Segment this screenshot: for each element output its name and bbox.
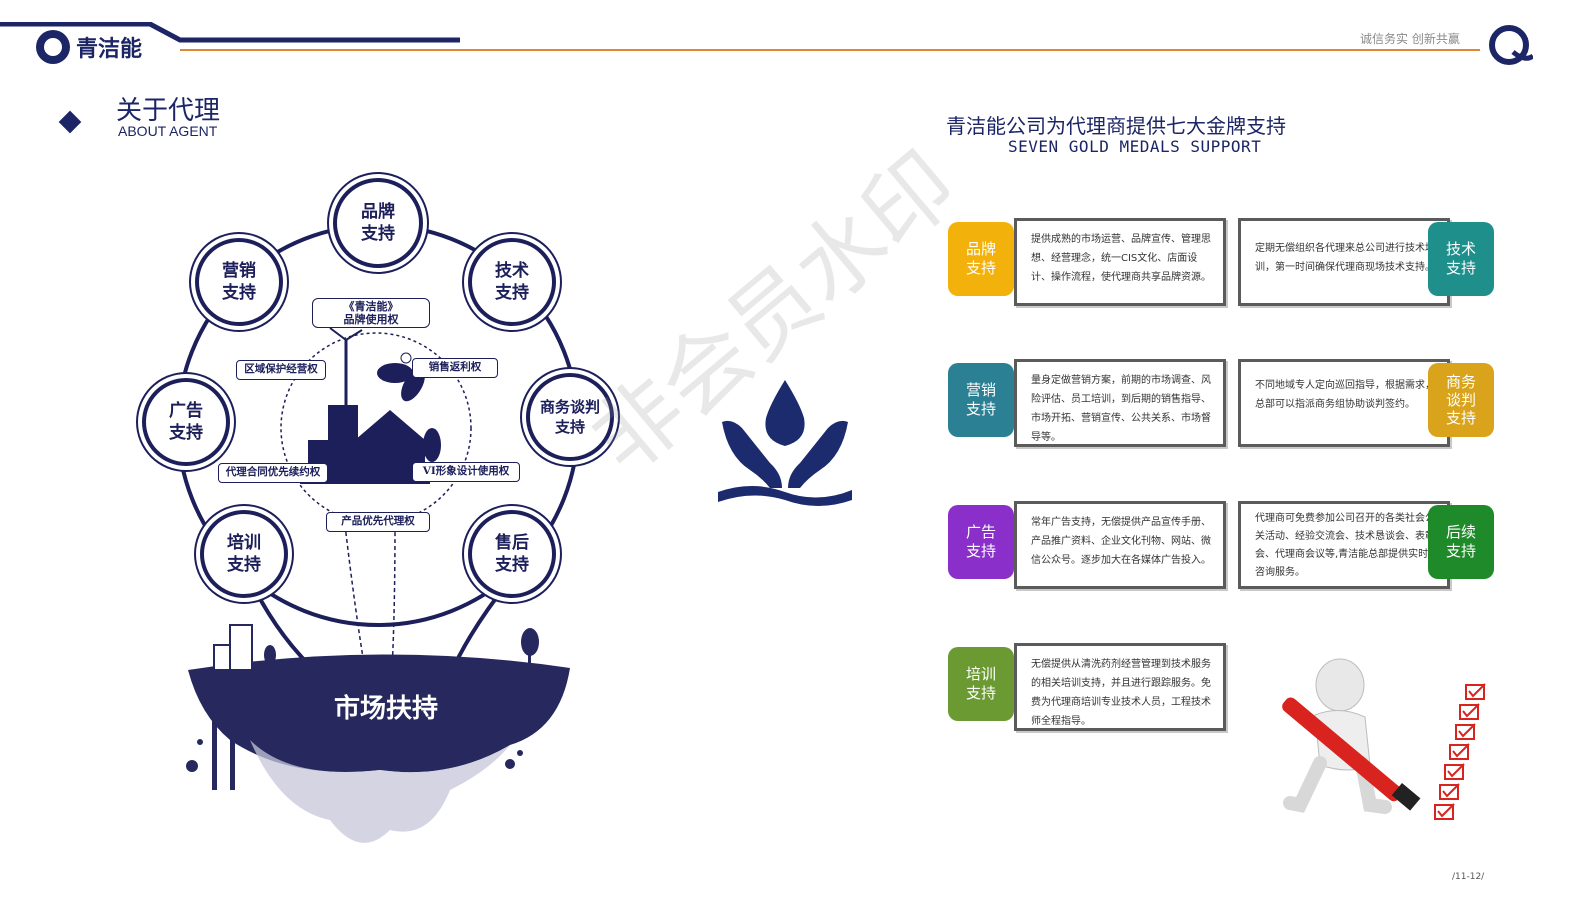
card-tag: 营销 支持 [948, 363, 1014, 437]
city-illustration [300, 327, 441, 484]
card-text: 代理商可免费参加公司召开的各类社会公关活动、经验交流会、技术恳谈会、表彰会、代理… [1238, 501, 1450, 589]
card-text: 无偿提供从清洗药剂经营管理到技术服务的相关培训支持，并且进行跟踪服务。免费为代理… [1014, 643, 1226, 731]
diagram-center-label: 市场扶持 [333, 694, 438, 724]
checklist-figure-illustration [1282, 658, 1486, 820]
diagram-node-tech: 技术 支持 [468, 238, 556, 326]
logo-text: 青洁能 [76, 36, 143, 62]
label-rebate: 销售返利权 [412, 358, 498, 378]
label-contract: 代理合同优先续约权 [218, 463, 328, 483]
right-subheading: SEVEN GOLD MEDALS SUPPORT [1008, 137, 1262, 156]
label-brand-use: 《青洁能》 品牌使用权 [312, 298, 430, 328]
label-product: 产品优先代理权 [326, 512, 430, 532]
card-text: 量身定做营销方案，前期的市场调查、风险评估、员工培训，到后期的销售指导、市场开拓… [1014, 359, 1226, 447]
card-text: 定期无偿组织各代理来总公司进行技术培训，第一时间确保代理商现场技术支持。 [1238, 218, 1450, 306]
card-tag: 广告 支持 [948, 505, 1014, 579]
diagram-node-aftersales: 售后 支持 [468, 510, 556, 598]
label-vi: VI形象设计使用权 [412, 462, 520, 482]
card-tag: 后续 支持 [1428, 505, 1494, 579]
logo-mark-icon [36, 30, 70, 64]
diagram-node-negotiation: 商务谈判 支持 [526, 373, 614, 461]
card-text: 不同地域专人定向巡回指导，根据需求，总部可以指派商务组协助谈判签约。 [1238, 359, 1450, 447]
header-accent-line [0, 22, 460, 43]
company-logo: 青洁能 [36, 30, 142, 64]
slogan: 诚信务实 创新共赢 [1360, 32, 1460, 46]
page-title: 关于代理 [116, 96, 221, 126]
card-tag: 技术 支持 [1428, 222, 1494, 296]
header-divider [180, 49, 1480, 51]
label-region: 区域保护经营权 [236, 360, 326, 380]
page-number: /11-12/ [1452, 872, 1485, 882]
card-tag: 商务 谈判 支持 [1428, 363, 1494, 437]
hands-water-drop-icon [718, 380, 852, 506]
card-text: 常年广告支持，无偿提供产品宣传手册、产品推广资料、企业文化刊物、网站、微信公众号… [1014, 501, 1226, 589]
diagram-node-brand: 品牌 支持 [333, 178, 423, 268]
title-bullet-icon [58, 110, 82, 134]
diagram-node-training: 培训 支持 [200, 510, 288, 598]
diagram-node-advertising: 广告 支持 [142, 378, 230, 466]
right-heading: 青洁能公司为代理商提供七大金牌支持 [946, 114, 1286, 138]
card-tag: 培训 支持 [948, 647, 1014, 721]
brand-swirl-icon [1489, 25, 1533, 65]
card-text: 提供成熟的市场运营、品牌宣传、管理思想、经营理念，统一CIS文化、店面设计、操作… [1014, 218, 1226, 306]
diagram-node-marketing: 营销 支持 [195, 238, 283, 326]
card-tag: 品牌 支持 [948, 222, 1014, 296]
page-subtitle: ABOUT AGENT [118, 123, 218, 139]
